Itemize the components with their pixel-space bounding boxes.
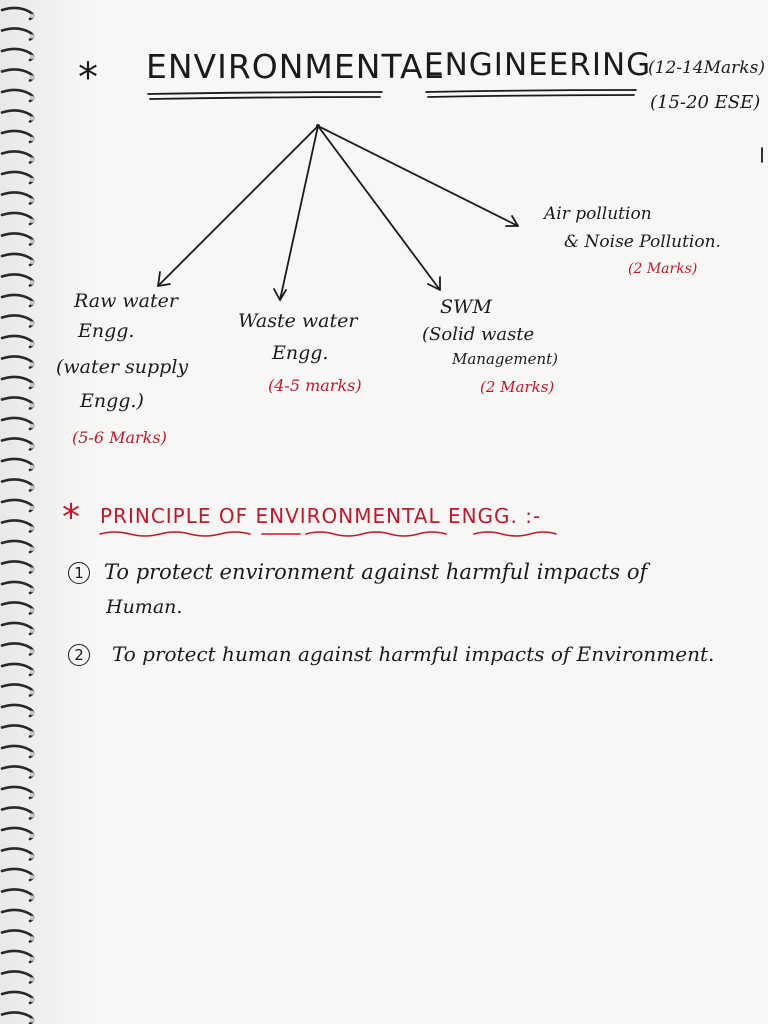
branch-waste-water-line: Waste water <box>238 310 358 332</box>
spiral-hole <box>29 464 35 470</box>
spiral-hole <box>29 567 35 572</box>
spiral-hole <box>29 116 35 121</box>
spiral-hole <box>29 874 35 880</box>
branch-raw-water-line: Engg. <box>78 320 135 342</box>
branch-arrow-waste-water <box>279 125 319 301</box>
branch-swm-marks: (2 Marks) <box>480 378 555 396</box>
spiral-hole <box>29 833 35 839</box>
branch-air-noise-marks: (2 Marks) <box>628 261 698 277</box>
spiral-hole <box>29 382 35 388</box>
branch-raw-water-marks: (5-6 Marks) <box>72 428 167 447</box>
spiral-hole <box>29 690 35 695</box>
spiral-hole <box>29 813 35 818</box>
spiral-hole <box>29 54 35 60</box>
title-underline-2b <box>427 94 635 98</box>
spiral-hole <box>29 95 35 101</box>
principles-underline <box>99 531 557 537</box>
spiral-hole <box>29 792 35 798</box>
spiral-binding <box>0 6 35 1024</box>
branch-air-noise-line: & Noise Pollution. <box>564 232 721 252</box>
title-underline-1b <box>149 96 381 100</box>
principle-2-text: To protect human against harmful impacts… <box>112 642 715 666</box>
spiral-hole <box>29 341 35 347</box>
principles-heading: PRINCIPLE OF ENVIRONMENTAL ENGG. :- <box>100 504 542 528</box>
spiral-hole <box>29 177 35 183</box>
spiral-hole <box>29 587 35 593</box>
spiral-hole <box>29 75 35 80</box>
title-word-engineering: ENGINEERING <box>424 47 652 83</box>
spiral-hole <box>29 628 35 634</box>
spiral-hole <box>29 259 35 265</box>
spiral-hole <box>29 546 35 552</box>
spiral-hole <box>29 997 35 1003</box>
spiral-hole <box>29 300 35 306</box>
spiral-hole <box>29 280 35 285</box>
spiral-hole <box>29 608 35 613</box>
spiral-hole <box>29 977 35 982</box>
branch-swm-line: Management) <box>452 350 559 368</box>
spiral-hole <box>29 854 35 859</box>
principle-1-number: 1 <box>68 562 90 584</box>
title-underline-2a <box>425 89 637 93</box>
title-star: * <box>78 55 98 101</box>
spiral-hole <box>29 423 35 429</box>
spiral-hole <box>29 751 35 757</box>
spiral-hole <box>29 649 35 654</box>
branch-waste-water-line: Engg. <box>272 342 329 364</box>
spiral-hole <box>29 444 35 449</box>
spiral-hole <box>29 710 35 716</box>
spiral-hole <box>29 239 35 244</box>
spiral-hole <box>29 13 35 19</box>
branch-waste-water-marks: (4-5 marks) <box>268 376 362 395</box>
spiral-hole <box>29 34 35 39</box>
spiral-hole <box>29 526 35 531</box>
spiral-hole <box>29 321 35 326</box>
spiral-hole <box>29 403 35 408</box>
branch-raw-water-line: (water supply <box>56 356 189 378</box>
title-marks-ese: (15-20 ESE) <box>650 92 761 113</box>
spiral-hole <box>29 772 35 777</box>
principle-1-text-cont: Human. <box>106 596 183 618</box>
principles-star: * <box>62 497 80 538</box>
branch-swm-line: SWM <box>440 296 492 318</box>
spiral-hole <box>29 936 35 941</box>
spiral-hole <box>29 198 35 203</box>
branch-raw-water-line: Raw water <box>74 290 178 312</box>
title-marks-gate: (12-14Marks) <box>648 58 765 78</box>
spiral-hole <box>29 485 35 490</box>
spiral-hole <box>29 731 35 736</box>
branch-arrow-air <box>317 125 519 227</box>
spiral-hole <box>29 157 35 162</box>
branch-raw-water-line: Engg.) <box>80 390 144 412</box>
spiral-hole <box>29 505 35 511</box>
branch-air-noise-line: Air pollution <box>544 204 652 224</box>
spiral-hole <box>29 136 35 142</box>
branch-swm-line: (Solid waste <box>422 324 535 345</box>
spiral-hole <box>29 669 35 675</box>
branch-arrow-raw-water <box>157 125 319 287</box>
spiral-hole <box>29 362 35 367</box>
title-underline-1a <box>147 91 383 95</box>
principle-2-number: 2 <box>68 644 90 666</box>
spiral-hole <box>29 895 35 900</box>
spiral-hole <box>29 915 35 921</box>
branch-arrow-swm <box>317 125 441 291</box>
spiral-hole <box>29 956 35 962</box>
title-word-environmental: ENVIRONMENTAL <box>146 47 443 86</box>
spiral-hole <box>29 218 35 224</box>
spiral-hole <box>29 1018 35 1023</box>
principle-1-text: To protect environment against harmful i… <box>104 560 648 584</box>
